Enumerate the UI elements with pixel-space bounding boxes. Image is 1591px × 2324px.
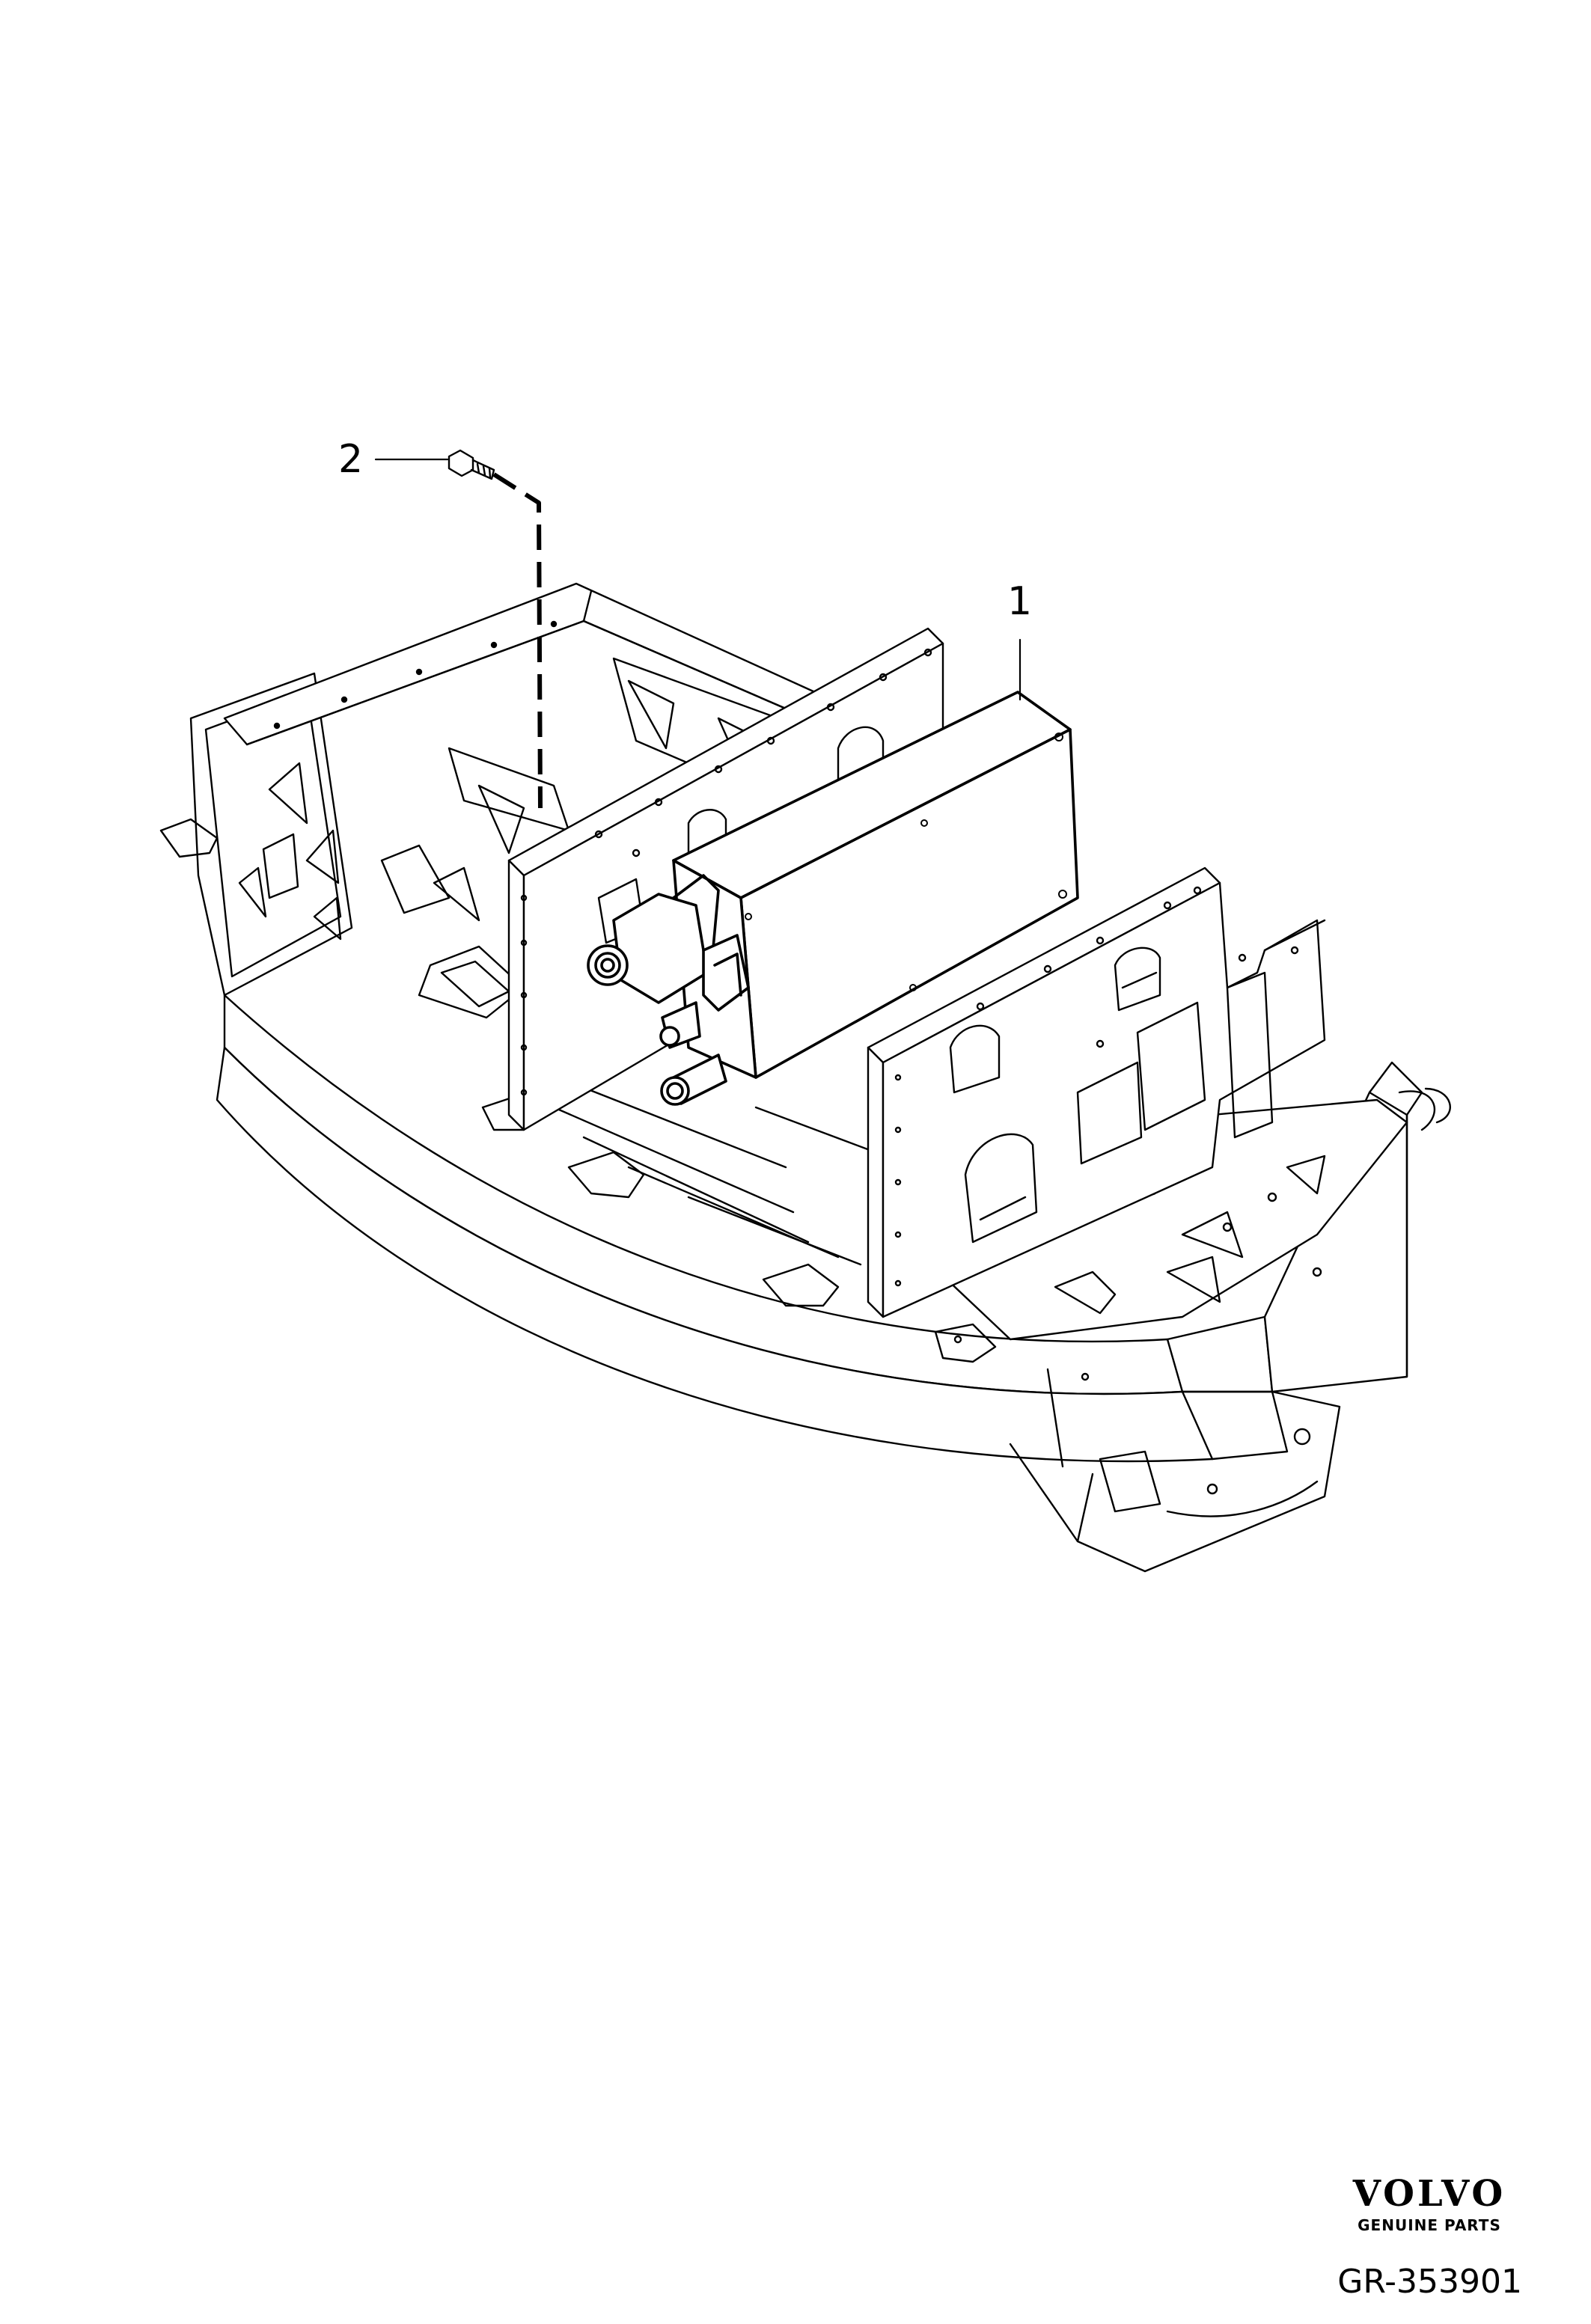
right-mounting-plate xyxy=(867,866,1326,1318)
diagram-reference-number: GR-353901 xyxy=(1337,2263,1522,2301)
callout-number-2: 2 xyxy=(338,437,364,482)
bolt xyxy=(448,449,495,480)
control-module-box xyxy=(587,691,1079,1106)
callout-number-1: 1 xyxy=(1007,579,1033,624)
frame-cradle xyxy=(159,582,1451,1573)
volvo-logo: VOLVO xyxy=(1352,2173,1506,2215)
bolt-assembly-line xyxy=(492,472,543,809)
callout-leaders xyxy=(374,458,1022,701)
brand-tagline: GENUINE PARTS xyxy=(1358,2216,1501,2234)
brand-block: VOLVO GENUINE PARTS xyxy=(1340,2176,1519,2234)
